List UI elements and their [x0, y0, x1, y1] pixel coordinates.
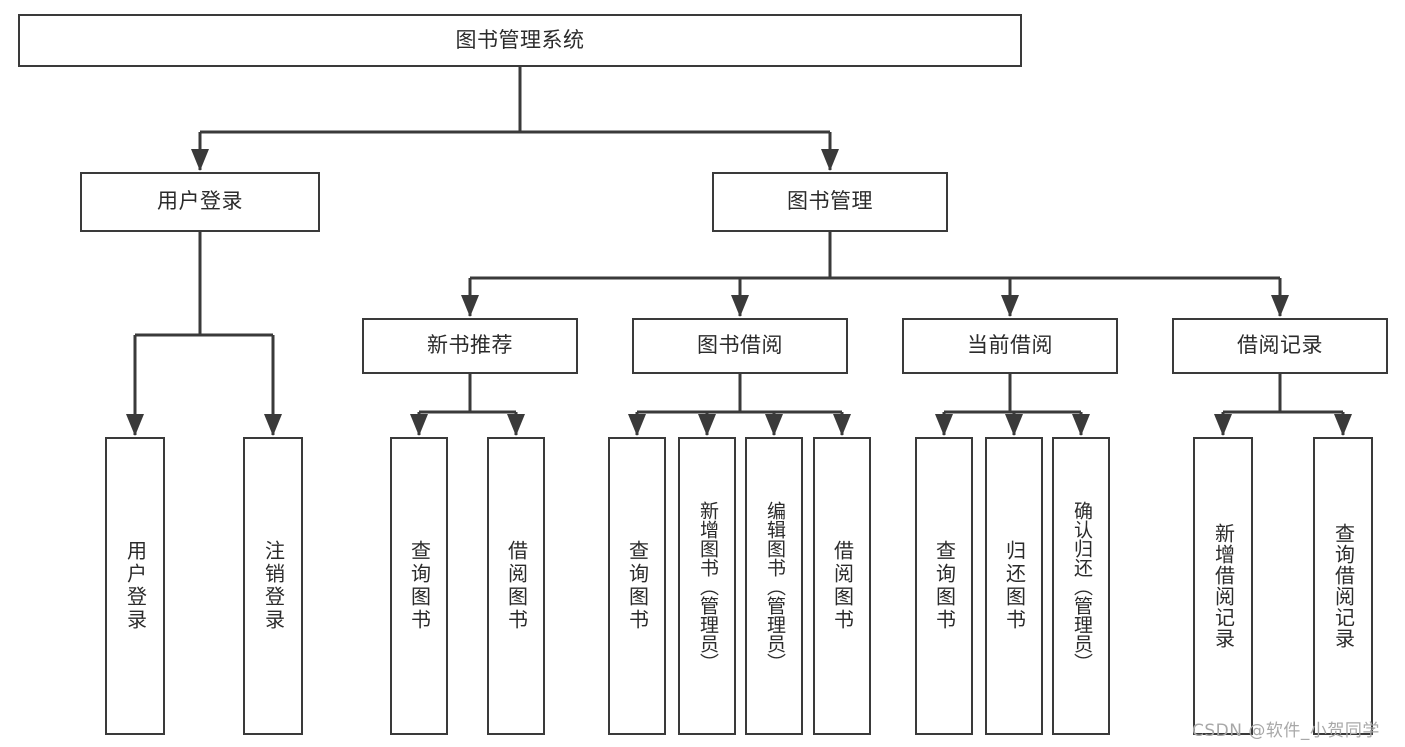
- node-label-leaf-return-book: 归还图书: [1002, 540, 1027, 632]
- arrowhead-icon-leaf-user-login: [126, 414, 144, 436]
- node-label-borrow-record: 借阅记录: [1237, 333, 1323, 358]
- arrowhead-icon-book-manage: [821, 149, 839, 171]
- node-label-book-manage: 图书管理: [787, 189, 873, 214]
- arrowhead-icon-leaf-query-book-1: [410, 414, 428, 436]
- node-label-leaf-add-book-admin: 新增图书（管理员）: [696, 500, 719, 672]
- arrowhead-icon-book-borrow: [731, 295, 749, 317]
- node-label-user-login: 用户登录: [157, 189, 243, 214]
- arrowhead-icon-user-login: [191, 149, 209, 171]
- node-leaf-edit-book-admin[interactable]: 编辑图书（管理员）: [745, 437, 803, 735]
- node-label-leaf-confirm-return-admin: 确认归还（管理员）: [1070, 500, 1093, 672]
- node-label-leaf-borrow-book-1: 借阅图书: [504, 540, 529, 632]
- node-leaf-add-book-admin[interactable]: 新增图书（管理员）: [678, 437, 736, 735]
- arrowhead-icon-leaf-query-book-3: [935, 414, 953, 436]
- arrowhead-icon-leaf-edit-book-admin: [765, 414, 783, 436]
- node-leaf-add-borrow-record[interactable]: 新增借阅记录: [1193, 437, 1253, 735]
- node-label-leaf-edit-book-admin: 编辑图书（管理员）: [763, 500, 786, 672]
- node-leaf-query-book-1[interactable]: 查询图书: [390, 437, 448, 735]
- node-label-leaf-user-logout: 注销登录: [261, 540, 286, 632]
- node-leaf-query-book-3[interactable]: 查询图书: [915, 437, 973, 735]
- arrowhead-icon-leaf-query-book-2: [628, 414, 646, 436]
- node-user-login[interactable]: 用户登录: [80, 172, 320, 232]
- node-label-leaf-user-login: 用户登录: [123, 540, 148, 632]
- node-label-root: 图书管理系统: [455, 27, 585, 52]
- arrowhead-icon-leaf-return-book: [1005, 414, 1023, 436]
- node-label-leaf-query-book-2: 查询图书: [625, 540, 650, 632]
- node-book-manage[interactable]: 图书管理: [712, 172, 948, 232]
- node-borrow-record[interactable]: 借阅记录: [1172, 318, 1388, 374]
- arrowhead-icon-leaf-add-book-admin: [698, 414, 716, 436]
- arrowhead-icon-leaf-borrow-book-1: [507, 414, 525, 436]
- node-new-book-recommend[interactable]: 新书推荐: [362, 318, 578, 374]
- arrowhead-icon-current-borrow: [1001, 295, 1019, 317]
- arrowhead-icon-leaf-confirm-return-admin: [1072, 414, 1090, 436]
- node-leaf-query-borrow-record[interactable]: 查询借阅记录: [1313, 437, 1373, 735]
- node-leaf-confirm-return-admin[interactable]: 确认归还（管理员）: [1052, 437, 1110, 735]
- node-label-leaf-add-borrow-record: 新增借阅记录: [1211, 523, 1236, 649]
- node-label-leaf-query-borrow-record: 查询借阅记录: [1331, 523, 1356, 649]
- node-label-leaf-query-book-1: 查询图书: [407, 540, 432, 632]
- node-book-borrow[interactable]: 图书借阅: [632, 318, 848, 374]
- node-label-book-borrow: 图书借阅: [697, 333, 783, 358]
- node-label-leaf-borrow-book-2: 借阅图书: [830, 540, 855, 632]
- arrowhead-icon-new-book-recommend: [461, 295, 479, 317]
- node-leaf-user-login[interactable]: 用户登录: [105, 437, 165, 735]
- arrowhead-icon-leaf-query-borrow-record: [1334, 414, 1352, 436]
- node-label-leaf-query-book-3: 查询图书: [932, 540, 957, 632]
- node-leaf-borrow-book-1[interactable]: 借阅图书: [487, 437, 545, 735]
- node-label-new-book-recommend: 新书推荐: [427, 333, 513, 358]
- arrowhead-icon-leaf-user-logout: [264, 414, 282, 436]
- arrowhead-icon-borrow-record: [1271, 295, 1289, 317]
- node-leaf-borrow-book-2[interactable]: 借阅图书: [813, 437, 871, 735]
- node-leaf-query-book-2[interactable]: 查询图书: [608, 437, 666, 735]
- arrowhead-icon-leaf-add-borrow-record: [1214, 414, 1232, 436]
- node-label-current-borrow: 当前借阅: [967, 333, 1053, 358]
- arrowhead-icon-leaf-borrow-book-2: [833, 414, 851, 436]
- node-leaf-user-logout[interactable]: 注销登录: [243, 437, 303, 735]
- node-leaf-return-book[interactable]: 归还图书: [985, 437, 1043, 735]
- node-current-borrow[interactable]: 当前借阅: [902, 318, 1118, 374]
- node-root[interactable]: 图书管理系统: [18, 14, 1022, 67]
